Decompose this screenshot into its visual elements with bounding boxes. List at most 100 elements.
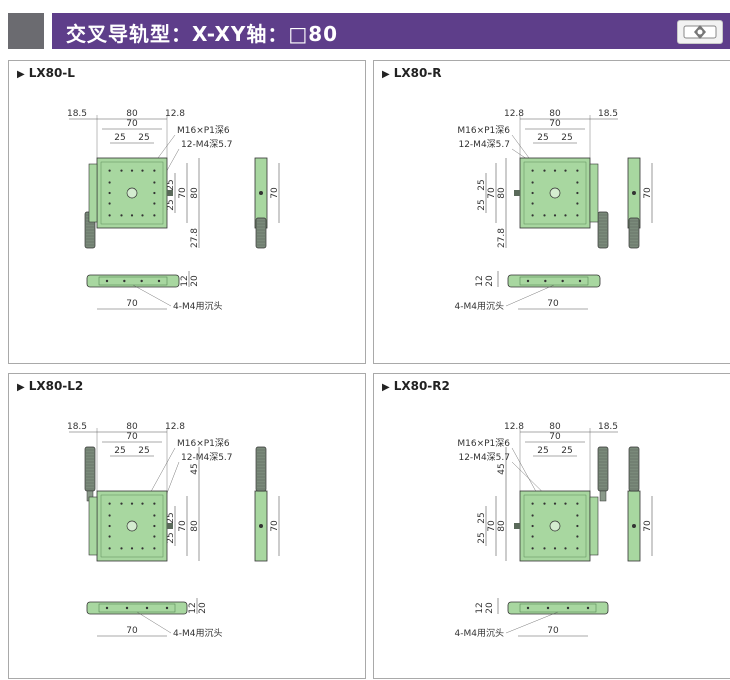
mounting-hole (108, 202, 111, 205)
leader-countersink (505, 611, 559, 634)
dimension-label-18-5: 18.5 (598, 422, 618, 432)
side-rail (589, 496, 599, 556)
mounting-hole (108, 514, 111, 517)
dimension-label-v25b: 25 (477, 532, 487, 543)
side-view-knob (628, 446, 640, 492)
panel-title: ▶LX80-R2 (382, 379, 450, 393)
dimension-label-v70: 70 (487, 187, 497, 199)
side-view-knob (255, 446, 267, 492)
mounting-hole (153, 502, 156, 505)
bottom-view-hole (157, 279, 161, 283)
side-view-hole (632, 191, 636, 195)
mounting-hole (531, 502, 534, 505)
mounting-hole (531, 214, 534, 217)
center-thread-hole (126, 520, 138, 532)
mounting-hole (543, 214, 546, 217)
page-title: 交叉导轨型：X-XY轴：□80 (66, 22, 339, 46)
play-triangle-icon: ▶ (382, 69, 390, 80)
mounting-hole (576, 535, 579, 538)
dimension-label-v80: 80 (190, 520, 200, 532)
dimension-label-80: 80 (126, 422, 138, 432)
stage-inner-border (100, 494, 164, 558)
mounting-hole (531, 202, 534, 205)
dimension-label-v27-8: 27.8 (190, 228, 200, 248)
bottom-view-hole (165, 606, 169, 610)
dimension-label-25a: 25 (537, 446, 548, 456)
bottom-view-body (86, 274, 180, 288)
dimension-label-h20: 20 (198, 602, 208, 614)
callout-holes: 12-M4深5.7 (458, 139, 510, 150)
dimension-label-h12: 12 (188, 602, 198, 613)
dimension-label-18-5: 18.5 (67, 109, 87, 119)
mounting-hole (153, 169, 156, 172)
callout-thread: M16×P1深6 (457, 125, 510, 136)
side-rail (88, 496, 98, 556)
bottom-view-body (507, 274, 601, 288)
bottom-view-hole (586, 606, 590, 610)
stage-inner-border (523, 494, 587, 558)
mounting-hole (153, 514, 156, 517)
play-triangle-icon: ▶ (17, 382, 25, 393)
callout-thread: M16×P1深6 (177, 438, 230, 449)
callout-holes: 12-M4深5.7 (458, 452, 510, 463)
mounting-hole (108, 191, 111, 195)
callout-holes: 12-M4深5.7 (181, 139, 233, 150)
bottom-view-hole (526, 606, 530, 610)
dimension-label-v25a: 25 (166, 179, 176, 190)
dimension-label-70: 70 (126, 432, 138, 442)
bottom-view-hole (546, 606, 550, 610)
bottom-view-hole (561, 279, 564, 283)
lock-screw (167, 190, 173, 196)
dimension-label-h20: 20 (190, 275, 200, 287)
mounting-hole (564, 547, 567, 550)
dimension-label-12-8: 12.8 (165, 109, 185, 119)
dimension-label-side70: 70 (643, 520, 653, 532)
center-thread-hole (549, 520, 561, 532)
dimension-label-25b: 25 (561, 133, 572, 143)
callout-countersink: 4-M4用沉头 (173, 628, 222, 639)
dimension-label-v25a: 25 (166, 512, 176, 523)
mounting-hole (130, 214, 134, 217)
mounting-hole (564, 502, 567, 505)
mounting-hole (108, 535, 111, 538)
mounting-hole (108, 524, 111, 528)
lock-screw (167, 523, 173, 529)
stage-inner-border (523, 161, 587, 225)
mounting-hole (553, 214, 557, 217)
dimension-label-v25b: 25 (477, 199, 487, 210)
mounting-hole (576, 547, 579, 550)
dimension-label-25b: 25 (138, 133, 149, 143)
dimension-label-v80: 80 (497, 520, 507, 532)
mounting-hole (108, 214, 111, 217)
leader-countersink (505, 284, 555, 307)
mounting-hole (120, 214, 123, 217)
stage-inner-border (100, 161, 164, 225)
mounting-hole (153, 535, 156, 538)
mounting-hole (531, 547, 534, 550)
mounting-hole (543, 169, 546, 172)
bottom-view-body (86, 601, 188, 615)
mounting-hole (553, 169, 557, 172)
side-view-hole (259, 191, 263, 195)
mounting-hole (153, 214, 156, 217)
knob-shaft (599, 490, 607, 502)
mounting-hole (153, 181, 156, 184)
dimension-label-25a: 25 (114, 133, 125, 143)
dimension-label-h12: 12 (475, 275, 485, 286)
bottom-view-hole (105, 279, 109, 283)
bottom-view-hole (125, 606, 129, 610)
panel-title: ▶LX80-L2 (17, 379, 83, 393)
panel-title-text: LX80-R (393, 66, 442, 80)
panel-title-text: LX80-R2 (393, 379, 450, 393)
mounting-hole (141, 214, 144, 217)
dimension-label-bot70: 70 (126, 299, 138, 309)
header-bar (52, 13, 730, 49)
mounting-hole (576, 524, 579, 528)
dimension-label-bot70: 70 (547, 299, 559, 309)
dimension-label-h12: 12 (475, 602, 485, 613)
bottom-view-body (507, 601, 609, 615)
